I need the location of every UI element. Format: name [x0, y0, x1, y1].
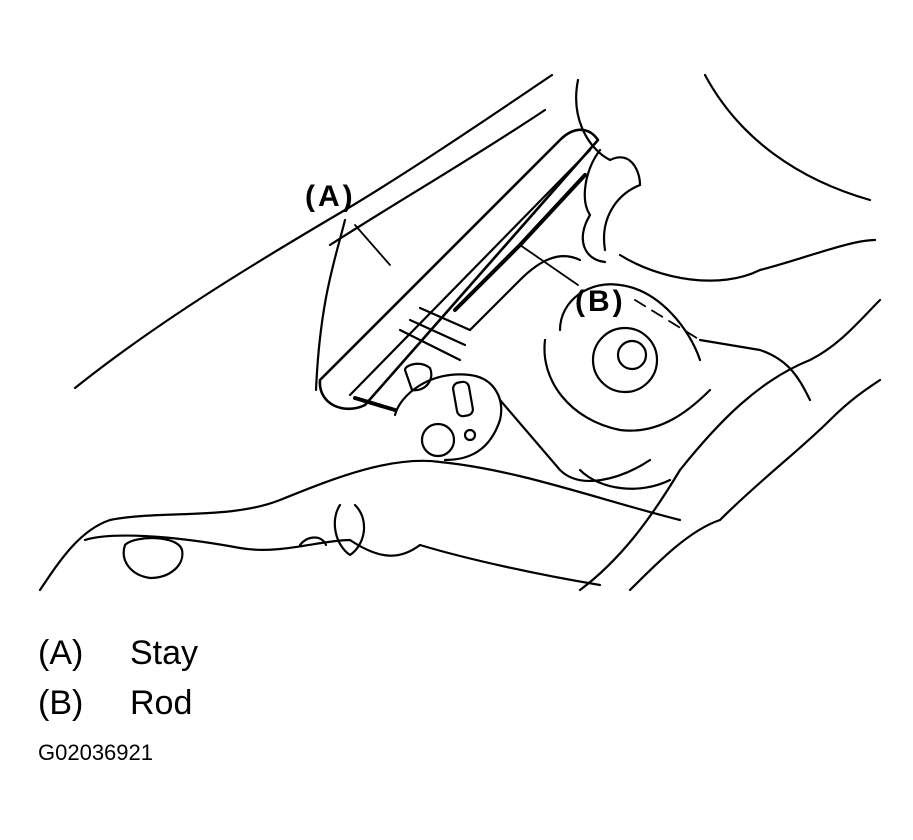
leader-line-a [354, 224, 391, 266]
legend: (A) Stay (B) Rod [38, 628, 198, 728]
legend-item-rod: (B) Rod [38, 678, 198, 728]
rod-bolt-inner [616, 339, 648, 371]
legend-item-stay: (A) Stay [38, 628, 198, 678]
body-panel-outline [73, 73, 554, 390]
legend-key: (B) [38, 683, 84, 722]
stay-bar [318, 128, 600, 411]
rod-link [393, 373, 503, 462]
frame-outline [38, 459, 682, 592]
figure-code: G02036921 [38, 740, 153, 765]
legend-label: Rod [130, 683, 193, 722]
callout-b-label: (B) [575, 285, 626, 318]
mechanical-illustration [38, 73, 882, 592]
body-panel-inner [328, 108, 547, 247]
leader-line-b [519, 244, 579, 286]
callout-a-label: (A) [305, 180, 356, 213]
rod-bolt-outer [591, 326, 659, 394]
legend-key: (A) [38, 633, 84, 672]
legend-label: Stay [130, 633, 199, 672]
